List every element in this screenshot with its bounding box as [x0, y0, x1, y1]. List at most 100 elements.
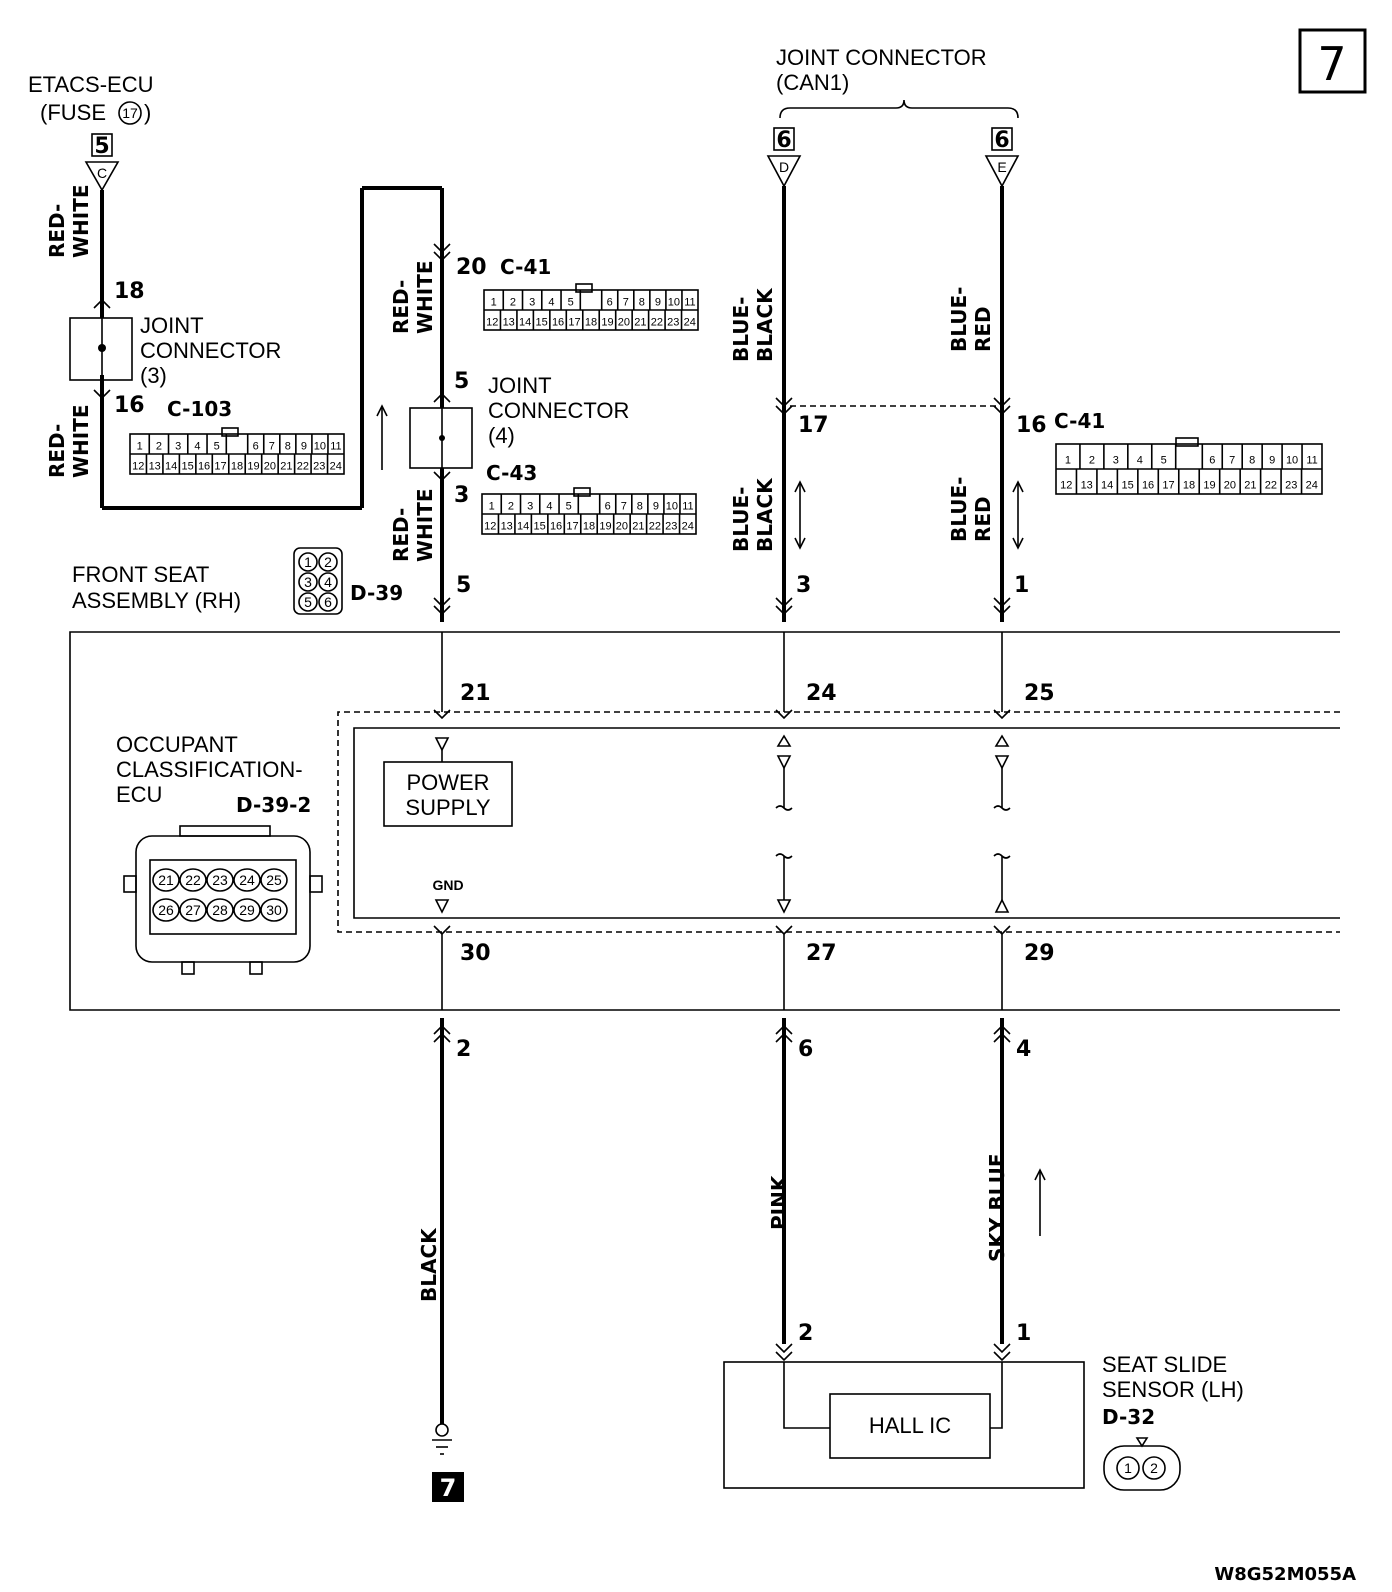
connector-pin: 13	[1081, 480, 1093, 492]
connector-pin: 24	[682, 521, 694, 533]
lower-pin-pink: 6	[798, 1037, 813, 1062]
connector-pin: 10	[314, 441, 326, 453]
etacs-triangle-letter: C	[97, 165, 107, 181]
front-seat-label-1: FRONT SEAT	[72, 562, 209, 587]
ocu-pin: 28	[212, 902, 228, 918]
c41-mid-code: C-41	[500, 255, 551, 279]
connector-pin: 20	[264, 461, 276, 473]
connector-pin: 12	[1060, 480, 1072, 492]
power-supply-box	[383, 761, 513, 827]
connector-pin: 22	[1265, 480, 1277, 492]
fuse-number-circle	[118, 101, 142, 125]
gnd-label: GND	[432, 877, 463, 893]
connector-pin: 2	[156, 441, 162, 453]
connector-pin: 2	[508, 501, 514, 513]
joint3-label-3: (3)	[140, 363, 167, 388]
d39-pin: 5	[304, 594, 312, 610]
etacs-connector-number: 5	[94, 134, 109, 159]
power-supply-label-1: POWER	[406, 770, 489, 795]
connector-pin: 20	[616, 521, 628, 533]
connector-pin: 1	[1065, 455, 1071, 467]
connector-pin: 9	[655, 297, 661, 309]
ecu-internals: POWER SUPPLY GND	[383, 734, 1011, 914]
wire-label-red-6: RED	[971, 496, 995, 542]
sensor-pin-1: 1	[1016, 1321, 1031, 1346]
connector-pin: 21	[634, 317, 646, 329]
page-number-box: 7	[1298, 28, 1367, 94]
connector-pin: 19	[599, 521, 611, 533]
connector-pin: 19	[1203, 480, 1215, 492]
c41-mid-pin: 20	[456, 255, 487, 280]
connector-pin: 1	[137, 441, 143, 453]
connector-pin: 21	[280, 461, 292, 473]
ecu-pin-21: 21	[460, 681, 491, 706]
joint3-code: C-103	[167, 397, 232, 421]
connector-pin: 2	[510, 297, 516, 309]
d39-pin: 1	[304, 554, 312, 570]
connector-pin: 22	[297, 461, 309, 473]
connector-pin: 10	[1286, 455, 1298, 467]
wire-label-red-3: RED-	[389, 280, 413, 334]
left-wire-labels: RED- WHITE RED- WHITE RED- WHITE RED- WH…	[45, 184, 437, 562]
ground-ref-number: 7	[440, 1474, 457, 1502]
connector-pin: 17	[1162, 480, 1174, 492]
connector-pin: 8	[285, 441, 291, 453]
etacs-fuse-close: )	[144, 100, 151, 125]
c41-right-code: C-41	[1054, 409, 1105, 433]
d39-pin-blue-red: 1	[1014, 573, 1029, 598]
wire-label-blue-1: BLUE-	[729, 297, 753, 362]
seat-slide-sensor: 2 1 HALL IC SEAT SLIDE SENSOR (LH) D-32 …	[723, 1321, 1244, 1491]
wire-label-white-1: WHITE	[69, 184, 93, 258]
wire-label-red-2: RED-	[45, 424, 69, 478]
connector-pin: 14	[519, 317, 531, 329]
connector-pin: 3	[175, 441, 181, 453]
connector-pin: 7	[621, 501, 627, 513]
joint4-label-2: CONNECTOR	[488, 398, 629, 423]
connector-pin: 12	[132, 461, 144, 473]
connector-pin: 9	[1269, 455, 1275, 467]
connector-pin: 12	[486, 317, 498, 329]
sensor-label-2: SENSOR (LH)	[1102, 1377, 1244, 1402]
connector-pin: 10	[666, 501, 678, 513]
connector-pin: 7	[623, 297, 629, 309]
ocu-label-1: OCCUPANT	[116, 732, 238, 757]
connector-pin: 12	[484, 521, 496, 533]
connector-pin: 16	[198, 461, 210, 473]
ocu-pin: 24	[239, 872, 255, 888]
connector-pin: 14	[1101, 480, 1113, 492]
connector-pin: 4	[1137, 455, 1143, 467]
connector-pin: 8	[637, 501, 643, 513]
connector-pin: 5	[1161, 455, 1167, 467]
can1-label-1: JOINT CONNECTOR	[776, 45, 987, 70]
connector-pin: 19	[601, 317, 613, 329]
connector-pin: 24	[330, 461, 342, 473]
connector-pin: 10	[668, 297, 680, 309]
sensor-label-1: SEAT SLIDE	[1102, 1352, 1227, 1377]
sensor-pin-2: 2	[798, 1321, 813, 1346]
d39-pin: 6	[324, 594, 332, 610]
connector-pin: 17	[214, 461, 226, 473]
wire-label-blue-2: BLUE-	[947, 287, 971, 352]
wire-label-black-2: BLACK	[753, 477, 777, 552]
etacs-title: ETACS-ECU	[28, 72, 154, 97]
wire-label-red-4: RED-	[389, 508, 413, 562]
d39-pin-red-white: 5	[456, 573, 471, 598]
ground-ref-box	[432, 1472, 464, 1502]
joint3-pin-bottom: 16	[114, 393, 145, 418]
connector-pin: 8	[639, 297, 645, 309]
connector-pin: 15	[535, 317, 547, 329]
ocu-code: D-39-2	[236, 793, 311, 817]
connector-pin: 6	[607, 297, 613, 309]
connector-pin: 7	[1229, 455, 1235, 467]
connector-pin: 3	[1113, 455, 1119, 467]
ecu-pin-27: 27	[806, 941, 837, 966]
connector-pin: 24	[1306, 480, 1318, 492]
joint3-label-2: CONNECTOR	[140, 338, 281, 363]
connector-pin: 21	[632, 521, 644, 533]
connector-pin: 4	[194, 441, 200, 453]
hall-ic-label: HALL IC	[869, 1413, 951, 1438]
connector-pin: 13	[149, 461, 161, 473]
